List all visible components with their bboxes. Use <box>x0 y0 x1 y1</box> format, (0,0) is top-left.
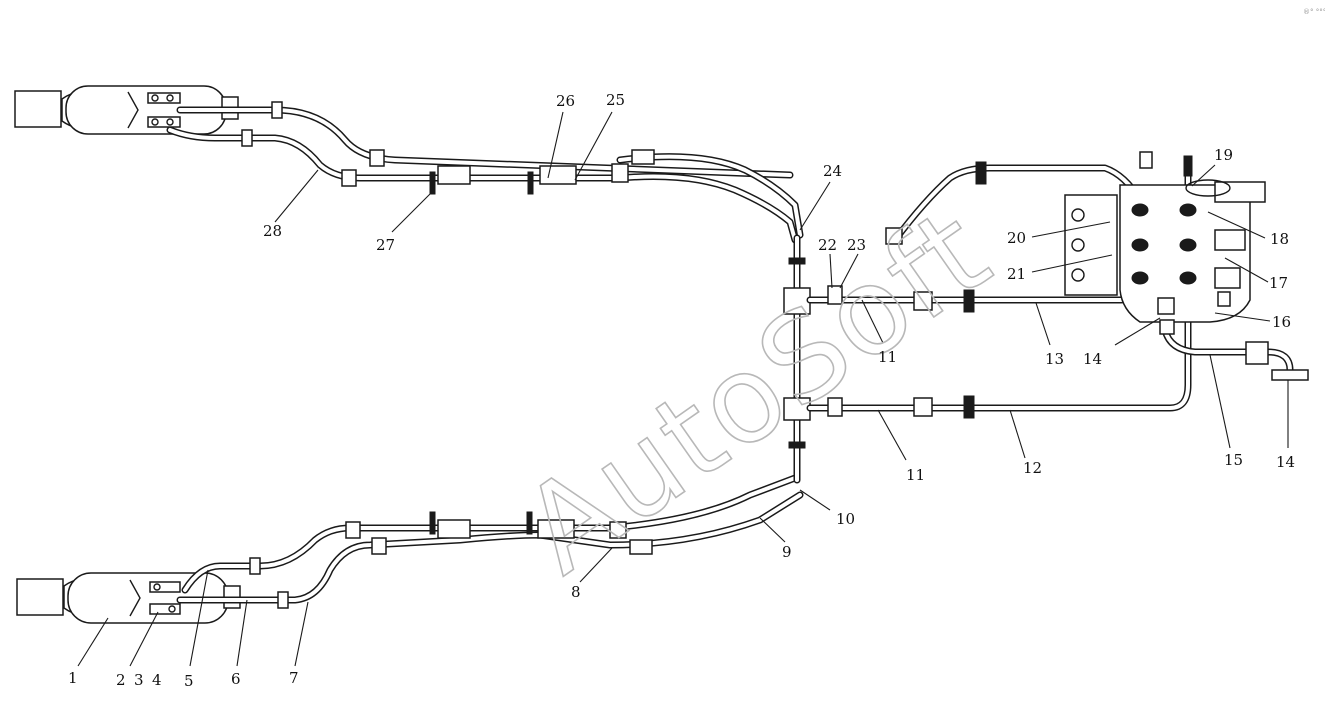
upper-hanger-clamp-25 <box>539 165 577 185</box>
callout-5: 5 <box>184 672 194 690</box>
callout-3: 3 <box>134 671 144 689</box>
lower-pipes <box>176 474 804 609</box>
oxygen-sensor-19 <box>1183 155 1193 177</box>
callout-25: 25 <box>606 91 625 109</box>
callout-9: 9 <box>782 543 792 561</box>
callout-14-lower: 14 <box>1276 453 1295 471</box>
callout-22: 22 <box>818 236 837 254</box>
callout-15: 15 <box>1224 451 1243 469</box>
callout-17: 17 <box>1269 274 1288 292</box>
crossover-pipe <box>783 234 811 484</box>
callout-6: 6 <box>231 670 241 688</box>
upper-muffler-assembly <box>14 85 239 135</box>
lower-tailpipe-tip <box>16 578 64 616</box>
callout-24: 24 <box>823 162 842 180</box>
callout-19: 19 <box>1214 146 1233 164</box>
callout-labels: 1 2 3 4 5 6 7 8 9 10 11 11 12 13 14 14 1… <box>68 91 1295 690</box>
callout-12: 12 <box>1023 459 1042 477</box>
callout-8: 8 <box>571 583 581 601</box>
corner-mark: ®° °°° <box>1303 8 1325 16</box>
callout-18: 18 <box>1270 230 1289 248</box>
callout-1: 1 <box>68 669 78 687</box>
callout-11-upper: 11 <box>878 348 897 366</box>
callout-27: 27 <box>376 236 395 254</box>
upper-hanger-clamp-27 <box>437 165 471 185</box>
callout-21: 21 <box>1007 265 1026 283</box>
callout-4: 4 <box>152 671 162 689</box>
callout-20: 20 <box>1007 229 1026 247</box>
upper-tailpipe-tip <box>14 90 62 128</box>
upper-pipes <box>166 101 804 244</box>
callout-10: 10 <box>836 510 855 528</box>
leader-lines <box>77 111 1289 667</box>
callout-11-lower: 11 <box>906 466 925 484</box>
callout-7: 7 <box>289 669 299 687</box>
manifold-bracket-20-21 <box>1064 194 1118 296</box>
callout-14-upper: 14 <box>1083 350 1102 368</box>
callout-28: 28 <box>263 222 282 240</box>
front-flange-14 <box>1271 369 1309 381</box>
callout-13: 13 <box>1045 350 1064 368</box>
callout-16: 16 <box>1272 313 1291 331</box>
callout-23: 23 <box>847 236 866 254</box>
manifold-catalyst-assembly <box>1064 151 1266 335</box>
watermark: AutoSoft <box>499 182 1014 601</box>
callout-26: 26 <box>556 92 575 110</box>
callout-2: 2 <box>116 671 126 689</box>
